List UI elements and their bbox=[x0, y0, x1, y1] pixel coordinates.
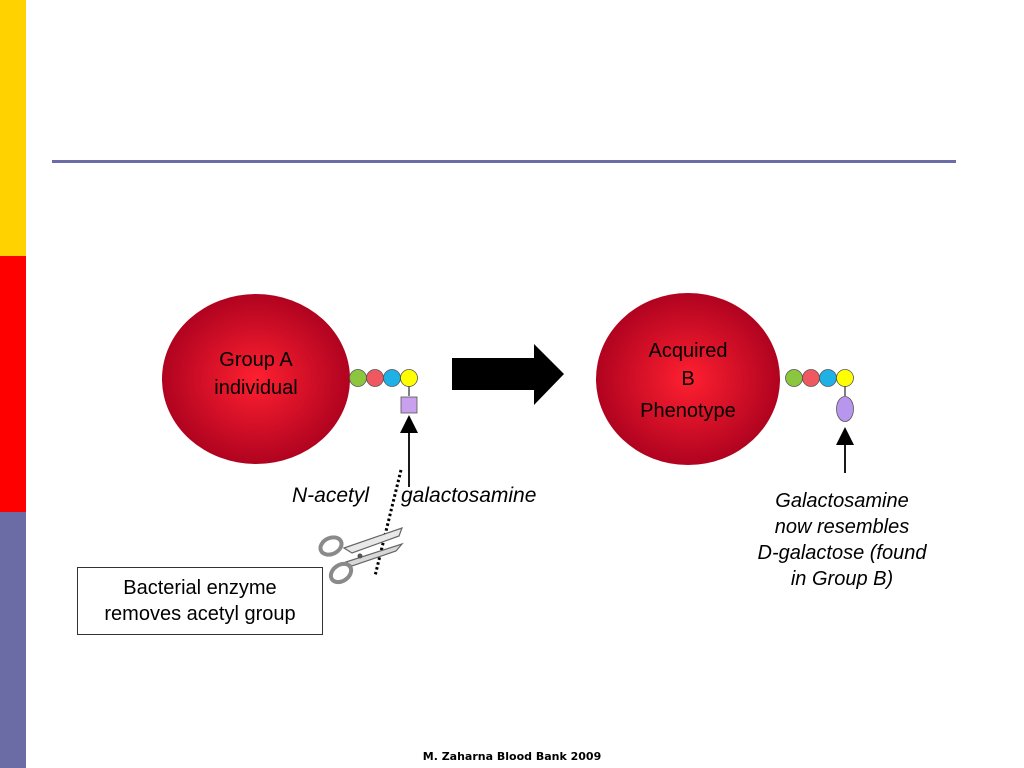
sugar-yellow bbox=[836, 369, 854, 387]
scissors-icon bbox=[318, 527, 404, 585]
enzyme-caption-box: Bacterial enzyme removes acetyl group bbox=[77, 567, 323, 635]
sugar-green bbox=[785, 369, 803, 387]
galactosamine-note: Galactosamine now resembles D-galactose … bbox=[757, 490, 927, 590]
acquired-b-label-line1: Acquired bbox=[649, 340, 728, 362]
group-a-sugar-chain bbox=[349, 369, 418, 487]
sugar-red bbox=[802, 369, 820, 387]
group-a-label-line1: Group A bbox=[219, 349, 293, 371]
acquired-b-cell: Acquired B Phenotype bbox=[596, 293, 780, 465]
cleavage-label-n-acetyl: N-acetyl bbox=[292, 484, 370, 507]
sugar-red bbox=[366, 369, 384, 387]
sugar-blue bbox=[819, 369, 837, 387]
sugar-yellow bbox=[400, 369, 418, 387]
sidebar-segment-purple bbox=[0, 512, 26, 768]
acquired-b-label-line2: B bbox=[681, 368, 694, 390]
galactosamine-oval bbox=[836, 396, 854, 422]
cleavage-label-galactosamine: galactosamine bbox=[401, 484, 536, 507]
sidebar-segment-red bbox=[0, 256, 26, 512]
cut-line bbox=[373, 469, 403, 577]
n-acetylgalactosamine-square bbox=[400, 396, 418, 414]
acquired-b-sugar-chain bbox=[785, 369, 854, 473]
acquired-b-cell-body bbox=[596, 293, 780, 465]
sidebar-accent-bar bbox=[0, 0, 26, 768]
group-a-cell: Group A individual bbox=[162, 294, 350, 464]
sidebar-segment-yellow bbox=[0, 0, 26, 256]
group-a-cell-body bbox=[162, 294, 350, 464]
sugar-green bbox=[349, 369, 367, 387]
acquired-b-label-line3: Phenotype bbox=[640, 400, 736, 422]
title-divider-line bbox=[52, 160, 956, 163]
group-a-label-line2: individual bbox=[214, 377, 297, 399]
footer-credit: M. Zaharna Blood Bank 2009 bbox=[422, 750, 602, 763]
arrow-right-icon bbox=[452, 344, 564, 405]
sugar-blue bbox=[383, 369, 401, 387]
